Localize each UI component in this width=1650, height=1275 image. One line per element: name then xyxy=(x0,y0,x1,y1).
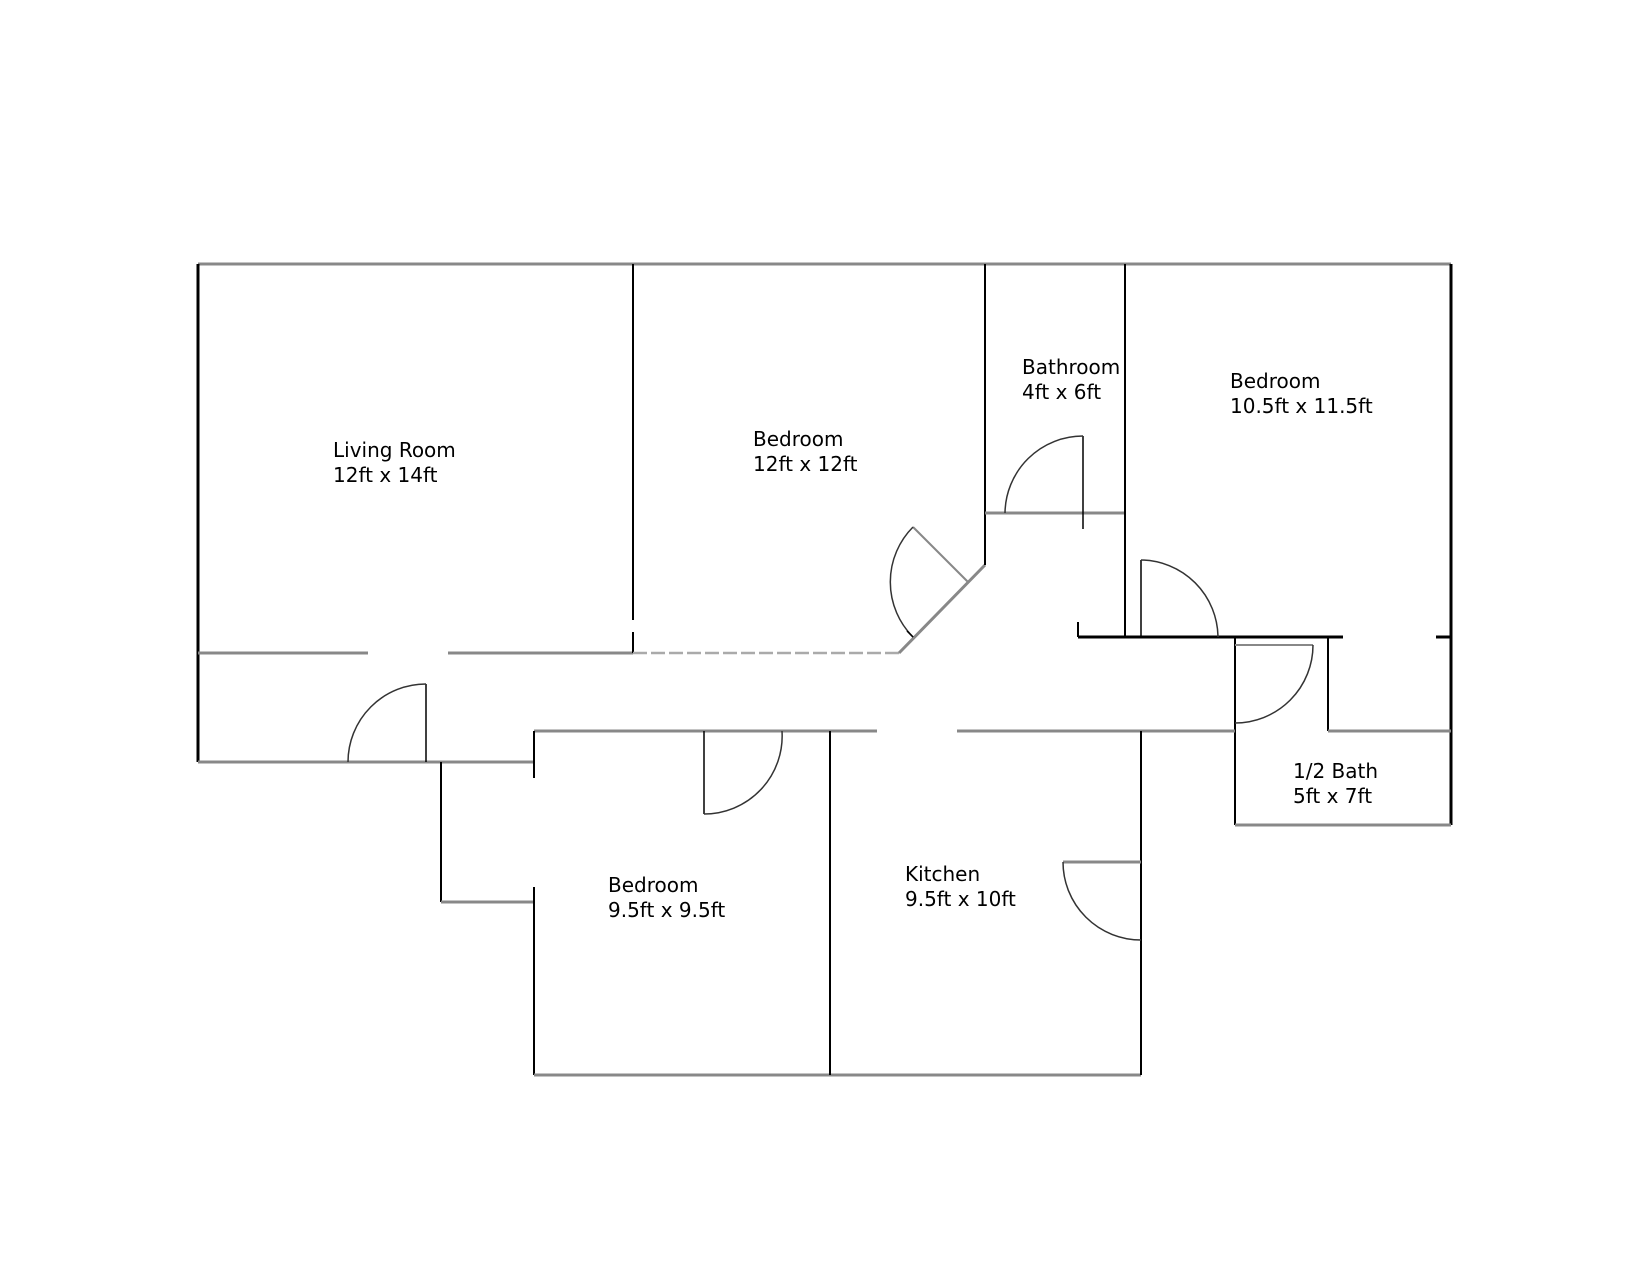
label-living-room: Living Room 12ft x 14ft xyxy=(333,438,456,488)
kitchen-door-arc xyxy=(1062,861,1142,941)
room-dimensions: 10.5ft x 11.5ft xyxy=(1230,394,1373,418)
half-bath-door-arc xyxy=(1234,644,1314,724)
room-dimensions: 4ft x 6ft xyxy=(1022,380,1102,404)
label-kitchen: Kitchen 9.5ft x 10ft xyxy=(905,862,1016,912)
room-dimensions: 9.5ft x 9.5ft xyxy=(608,898,726,922)
label-bedroom-3: Bedroom 9.5ft x 9.5ft xyxy=(608,873,725,923)
room-dimensions: 12ft x 14ft xyxy=(333,463,438,487)
bedroom1-door-stop xyxy=(906,630,914,638)
bedroom1-door-arc xyxy=(889,526,914,638)
label-half-bath: 1/2 Bath 5ft x 7ft xyxy=(1293,759,1378,809)
room-dimensions: 5ft x 7ft xyxy=(1293,784,1373,808)
bathroom-door-arc xyxy=(1004,435,1084,514)
label-bedroom-1: Bedroom 12ft x 12ft xyxy=(753,427,858,477)
room-dimensions: 9.5ft x 10ft xyxy=(905,887,1016,911)
bedroom1-door-leaf xyxy=(912,526,969,583)
bedroom2-door-arc xyxy=(1140,559,1219,638)
room-name: Bathroom xyxy=(1022,355,1121,379)
room-name: Bedroom xyxy=(1230,369,1321,393)
label-bedroom-2: Bedroom 10.5ft x 11.5ft xyxy=(1230,369,1373,419)
room-name: Living Room xyxy=(333,438,456,462)
bedroom1-diagonal-wall xyxy=(897,563,987,655)
room-dimensions: 12ft x 12ft xyxy=(753,452,858,476)
room-name: Bedroom xyxy=(608,873,699,897)
room-name: Bedroom xyxy=(753,427,844,451)
label-bathroom: Bathroom 4ft x 6ft xyxy=(1022,355,1120,405)
bedroom3-door-arc xyxy=(703,730,783,815)
room-name: Kitchen xyxy=(905,862,981,886)
entry-door-arc xyxy=(347,683,427,763)
room-name: 1/2 Bath xyxy=(1293,759,1379,783)
